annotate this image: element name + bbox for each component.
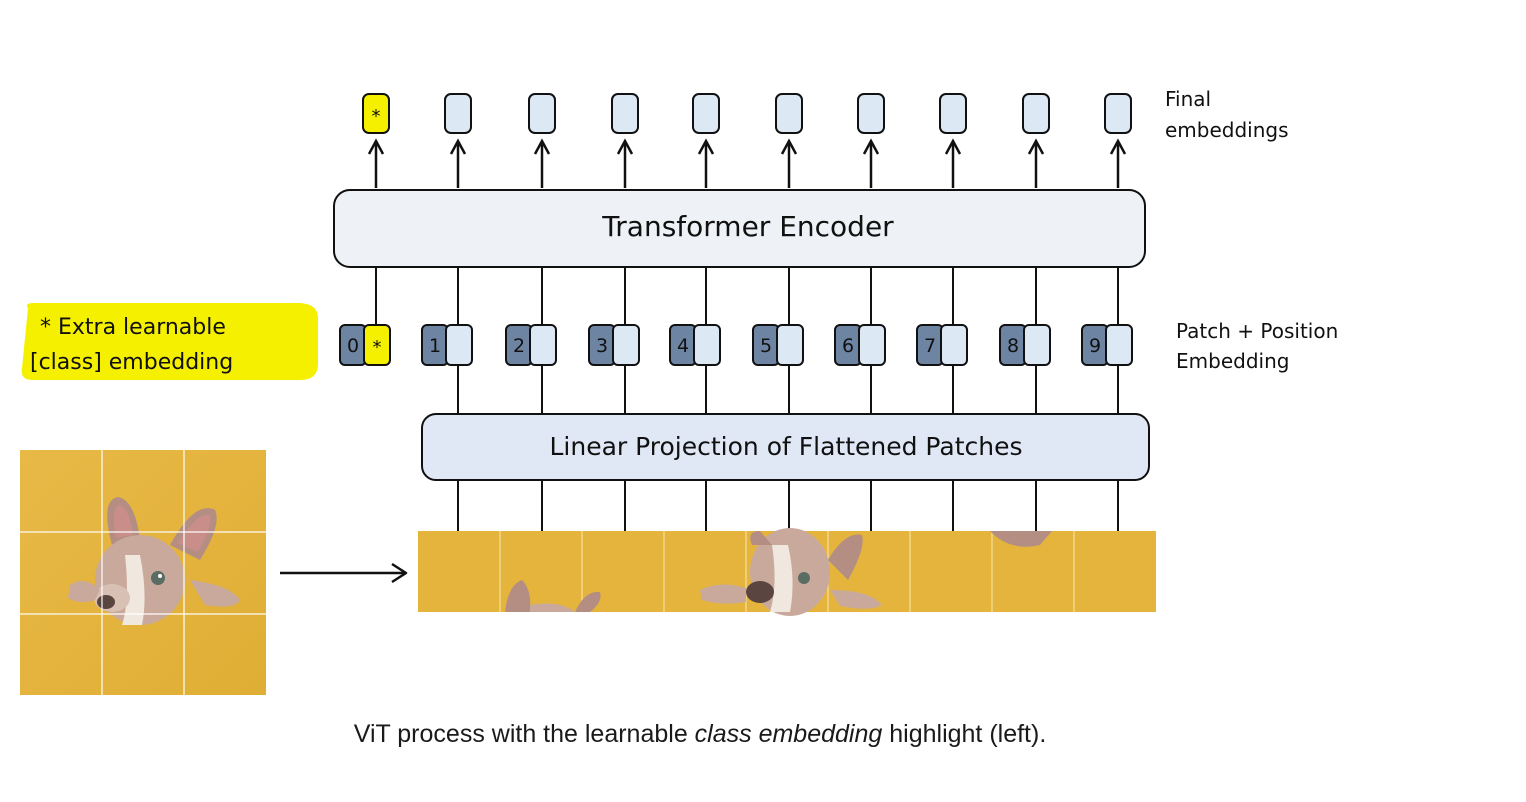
patch-position-embedding: 2	[505, 324, 557, 366]
transformer-encoder-box	[333, 189, 1146, 268]
final-embedding-box	[611, 93, 639, 134]
transformer-encoder-label: Transformer Encoder	[601, 210, 894, 243]
position-index: 2	[513, 335, 525, 357]
patch-embedding-box	[940, 324, 968, 366]
patch-position-embedding: 1	[421, 324, 473, 366]
up-arrow-icon	[1027, 138, 1045, 188]
up-arrow-icon	[697, 138, 715, 188]
patch-position-embedding: 0*	[339, 324, 391, 366]
class-marker: *	[372, 106, 381, 127]
up-arrow-icon	[1109, 138, 1127, 188]
final-embedding-box	[939, 93, 967, 134]
patch-embedding-box	[858, 324, 886, 366]
linear-projection-label: Linear Projection of Flattened Patches	[550, 432, 1023, 461]
flattened-patches-strip	[418, 528, 1156, 616]
final-embedding-box	[857, 93, 885, 134]
figure-caption: ViT process with the learnable class emb…	[353, 720, 1047, 748]
class-embedding-note: * Extra learnable [class] embedding	[30, 315, 233, 375]
position-index: 6	[842, 335, 854, 357]
puppy-image	[20, 450, 266, 695]
position-index: 0	[347, 335, 359, 357]
final-embeddings-label: Final embeddings	[1165, 87, 1289, 142]
linear-projection-box	[421, 413, 1150, 481]
position-index: 4	[677, 335, 689, 357]
patch-embedding-box	[1105, 324, 1133, 366]
class-embedding-box	[363, 324, 391, 366]
patch-position-embedding: 5	[752, 324, 804, 366]
up-arrow-icon	[944, 138, 962, 188]
up-arrow-icon	[449, 138, 467, 188]
patch-position-embedding: 8	[999, 324, 1051, 366]
image-patch	[418, 531, 500, 612]
final-embeddings-row: *	[362, 93, 1132, 134]
patch-embedding-box	[445, 324, 473, 366]
position-index: 3	[596, 335, 608, 357]
patch-position-embedding: 3	[588, 324, 640, 366]
position-index: 9	[1089, 335, 1101, 357]
final-class-embedding	[362, 93, 390, 134]
patch-embedding-box	[529, 324, 557, 366]
patch-embedding-box	[1023, 324, 1051, 366]
final-embedding-box	[775, 93, 803, 134]
patch-connector-lines	[457, 481, 1119, 531]
patch-position-embedding: 9	[1081, 324, 1133, 366]
final-embedding-box	[1022, 93, 1050, 134]
up-arrow-icon	[616, 138, 634, 188]
patch-position-embedding: 6	[834, 324, 886, 366]
patch-position-embedding: 4	[669, 324, 721, 366]
image-patch	[1074, 531, 1156, 612]
final-embedding-box	[1104, 93, 1132, 134]
up-arrow-icon	[367, 138, 385, 188]
patch-embedding-box	[693, 324, 721, 366]
patch-position-embedding: 7	[916, 324, 968, 366]
final-embedding-box	[692, 93, 720, 134]
up-arrow-icon	[780, 138, 798, 188]
image-patch	[910, 531, 992, 612]
position-index: 5	[760, 335, 772, 357]
patch-position-label: Patch + Position Embedding	[1176, 319, 1345, 373]
final-embedding-box	[444, 93, 472, 134]
class-embedding-highlight	[21, 303, 318, 380]
patch-embedding-box	[612, 324, 640, 366]
position-index: 7	[924, 335, 936, 357]
output-arrows	[367, 138, 1127, 188]
patch-embedding-box	[776, 324, 804, 366]
up-arrow-icon	[862, 138, 880, 188]
position-index: 1	[429, 335, 441, 357]
class-marker: *	[373, 337, 382, 358]
final-embedding-box	[528, 93, 556, 134]
arrow-right-icon	[280, 562, 408, 584]
position-index: 8	[1007, 335, 1019, 357]
up-arrow-icon	[533, 138, 551, 188]
